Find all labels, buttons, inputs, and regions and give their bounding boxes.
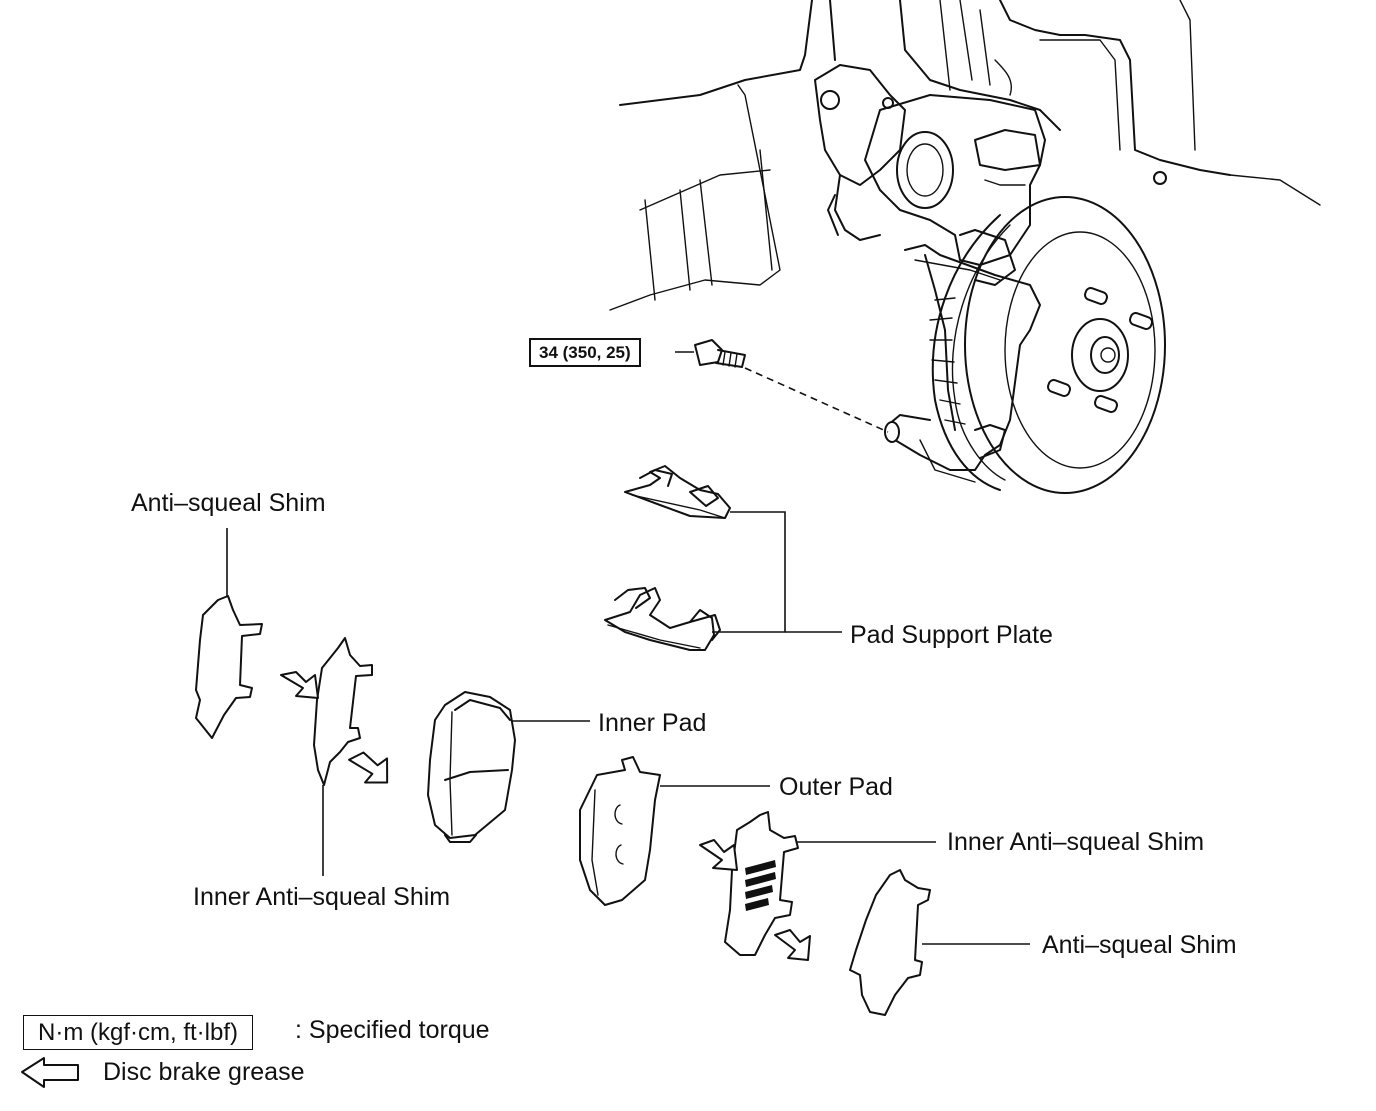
caliper-bracket-bolt: [675, 339, 889, 433]
label-inner-anti-squeal-shim-right: Inner Anti–squeal Shim: [947, 828, 1205, 856]
pad-support-plate-upper: [624, 465, 731, 519]
label-anti-squeal-shim-left: Anti–squeal Shim: [131, 489, 326, 517]
anti-squeal-shim-right-illustration: [849, 869, 931, 1016]
label-pad-support-plate: Pad Support Plate: [850, 621, 1053, 649]
leader-lines: [226, 511, 1030, 945]
label-inner-pad: Inner Pad: [598, 709, 707, 737]
label-outer-pad: Outer Pad: [779, 773, 893, 801]
torque-spec-box: 34 (350, 25): [529, 338, 641, 367]
inner-anti-squeal-shim-right-illustration: [699, 811, 811, 961]
caliper-assembly-illustration: [609, 0, 1321, 494]
label-anti-squeal-shim-right: Anti–squeal Shim: [1042, 931, 1237, 959]
inner-pad-illustration: [427, 691, 516, 843]
label-inner-anti-squeal-shim-left: Inner Anti–squeal Shim: [193, 883, 451, 911]
inner-anti-squeal-shim-left-illustration: [280, 637, 389, 786]
pad-support-plate-lower: [604, 587, 721, 651]
grease-arrow-icon: [21, 1057, 79, 1088]
legend-torque-desc: : Specified torque: [295, 1016, 490, 1044]
legend-grease-desc: Disc brake grease: [103, 1058, 305, 1086]
outer-pad-illustration: [579, 756, 661, 906]
legend-torque-unit-box: N·m (kgf·cm, ft·lbf): [23, 1015, 253, 1050]
anti-squeal-shim-left-illustration: [195, 595, 263, 739]
